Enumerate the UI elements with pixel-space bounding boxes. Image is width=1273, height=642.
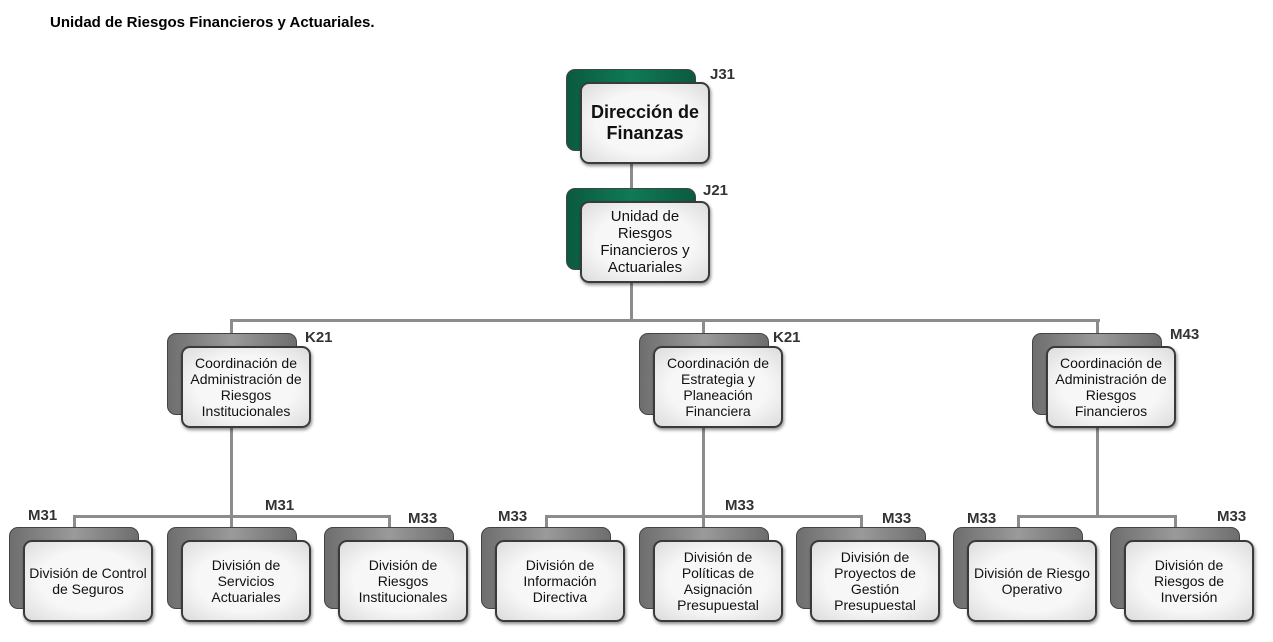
node-level-code: M33 (725, 497, 755, 514)
node-level-code: M31 (28, 507, 58, 524)
node-level-code: M33 (967, 510, 997, 527)
org-node: Unidad de Riesgos Financieros y Actuaria… (580, 201, 710, 283)
org-node: División de Riesgo Operativo (967, 540, 1097, 622)
node-level-code: K21 (305, 329, 333, 346)
connector-line (630, 283, 633, 320)
org-node: División de Riesgos Institucionales (338, 540, 468, 622)
org-node: División de Riesgos de Inversión (1124, 540, 1254, 622)
node-level-code: K21 (773, 329, 801, 346)
node-level-code: M33 (882, 510, 912, 527)
connector-line (1096, 428, 1099, 516)
connector-line (230, 428, 233, 528)
node-level-code: M33 (1217, 508, 1247, 525)
connector-line (1017, 515, 1020, 528)
org-node: División de Control de Seguros (23, 540, 153, 622)
connector-line (1096, 319, 1099, 333)
node-level-code: J31 (710, 66, 736, 83)
org-node: Coordinación de Estrategia y Planeación … (653, 346, 783, 428)
org-node: División de Servicios Actuariales (181, 540, 311, 622)
node-level-code: M43 (1170, 326, 1200, 343)
org-node: División de Información Directiva (495, 540, 625, 622)
org-node: Coordinación de Administración de Riesgo… (181, 346, 311, 428)
connector-line (230, 319, 233, 333)
connector-line (73, 515, 391, 518)
org-node: Dirección de Finanzas (580, 82, 710, 164)
connector-line (1174, 515, 1177, 528)
node-level-code: M33 (408, 510, 438, 527)
connector-line (702, 428, 705, 528)
connector-line (545, 515, 863, 518)
connector-line (73, 515, 76, 528)
connector-line (860, 515, 863, 528)
org-node: Coordinación de Administración de Riesgo… (1046, 346, 1176, 428)
connector-line (388, 515, 391, 528)
node-level-code: M33 (498, 508, 528, 525)
connector-line (630, 164, 633, 201)
connector-line (231, 319, 1100, 322)
node-level-code: M31 (265, 497, 295, 514)
connector-line (702, 319, 705, 333)
org-node: División de Proyectos de Gestión Presupu… (810, 540, 940, 622)
page-title: Unidad de Riesgos Financieros y Actuaria… (50, 14, 375, 31)
connector-line (1017, 515, 1177, 518)
org-node: División de Políticas de Asignación Pres… (653, 540, 783, 622)
connector-line (545, 515, 548, 528)
node-level-code: J21 (703, 182, 729, 199)
